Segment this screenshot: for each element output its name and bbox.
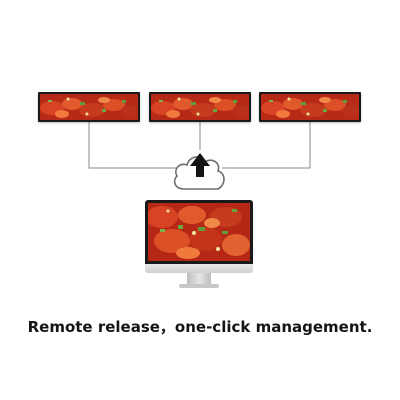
monitor-screen <box>148 203 250 261</box>
display-screen <box>151 94 249 120</box>
monitor-stand-base <box>179 284 219 288</box>
stretched-bar-display-left <box>38 92 140 122</box>
display-screen <box>261 94 359 120</box>
monitor-bezel <box>145 200 253 264</box>
cloud-upload-icon <box>173 153 225 190</box>
crawfish-image <box>40 94 138 120</box>
stretched-bar-display-right <box>259 92 361 122</box>
monitor-chin <box>145 264 253 273</box>
desktop-monitor <box>145 200 253 292</box>
crawfish-image <box>148 203 250 261</box>
crawfish-image <box>261 94 359 120</box>
display-screen <box>40 94 138 120</box>
monitor-stand-neck <box>187 273 211 285</box>
crawfish-image <box>151 94 249 120</box>
caption-text: Remote release，one-click management. <box>27 318 373 336</box>
stretched-bar-display-center <box>149 92 251 122</box>
